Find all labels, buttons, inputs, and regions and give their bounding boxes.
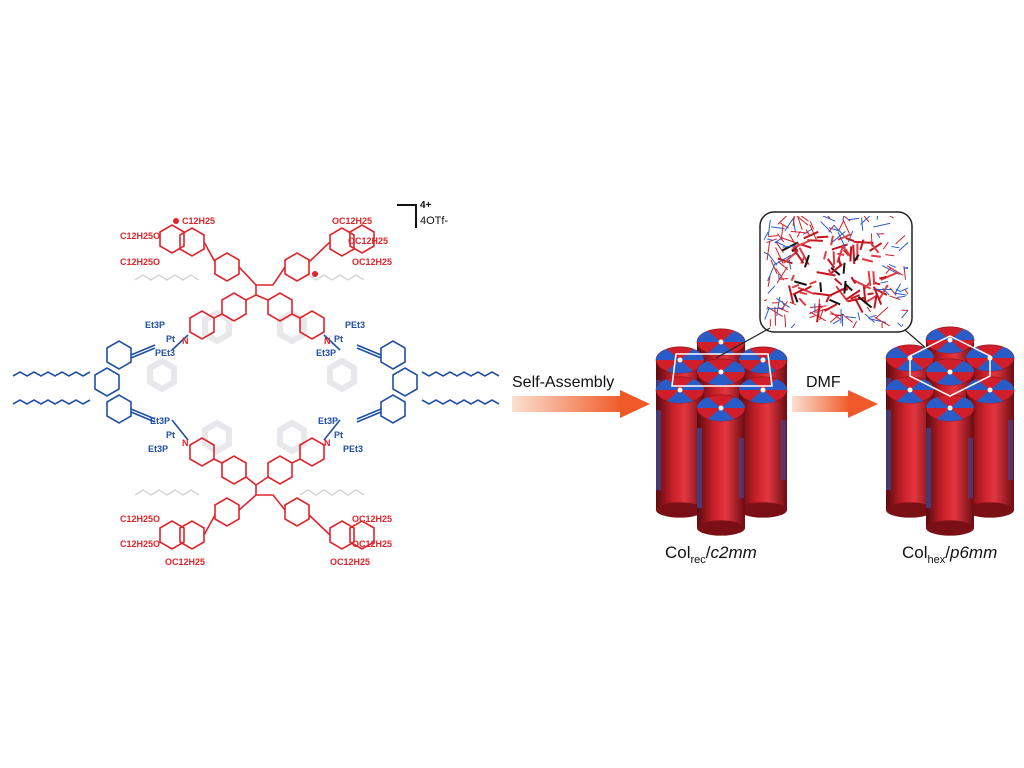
phase-subscript: hex	[928, 554, 946, 566]
pt-ligand-label: Et3P	[148, 444, 168, 454]
phase-separator: /	[945, 543, 950, 562]
pt-ligand-label: Et3P	[316, 348, 336, 358]
chain-label: OC12H25	[352, 539, 392, 549]
dmf-arrow	[792, 390, 878, 418]
md-snapshot-image	[764, 216, 908, 328]
ester-oxygen-dot	[312, 271, 318, 277]
pyridine-n-label: N	[182, 336, 189, 346]
unit-cell-rectangular	[671, 353, 773, 387]
phase-plane-group: p6mm	[949, 543, 997, 562]
pt-ligand-label: Et3P	[150, 416, 170, 426]
background-chain-bottom-right	[299, 489, 365, 496]
chain-label: OC12H25	[352, 257, 392, 267]
column-cylinder	[738, 376, 788, 518]
macrocycle-structure: C12H25 OC12H25 C12H25O OC12H25 C12H25O O…	[12, 200, 500, 567]
background-chain-top	[134, 274, 200, 281]
chain-label: OC12H25	[332, 216, 372, 226]
charge-bracket	[397, 204, 417, 228]
chain-label: C12H25	[182, 216, 215, 226]
chain-label: C12H25O	[120, 514, 160, 524]
pyridine-n-label: N	[324, 438, 331, 448]
chain-label: OC12H25	[165, 557, 205, 567]
column-cylinder	[696, 394, 746, 536]
pt-center-label: Pt	[334, 430, 343, 440]
phase-plane-group: c2mm	[711, 543, 757, 562]
chain-label: OC12H25	[352, 514, 392, 524]
pt-ligand-label: PEt3	[155, 348, 175, 358]
column-bundle-hexagonal	[885, 326, 1015, 536]
pt-ligand-label: PEt3	[345, 320, 365, 330]
pt-center-label: Pt	[334, 334, 343, 344]
phase-label-rectangular: Colrec/c2mm	[665, 543, 757, 566]
pt-arm-left	[12, 334, 189, 441]
gallate-ester-groups	[159, 224, 375, 550]
pt-ligand-label: Et3P	[318, 416, 338, 426]
column-cylinder	[655, 376, 705, 518]
inset-pointer-left	[715, 327, 771, 359]
pt-arm-right	[323, 334, 500, 441]
chemistry-labels: C12H25 OC12H25 C12H25O OC12H25 C12H25O O…	[120, 216, 392, 567]
tpe-unit-top	[179, 227, 355, 340]
phase-label-hexagonal: Colhex/p6mm	[902, 543, 997, 566]
pt-ligand-label: Et3P	[145, 320, 165, 330]
chain-label: C12H25O	[120, 539, 160, 549]
phase-main: Col	[902, 543, 928, 562]
md-snapshot-inset	[715, 211, 936, 359]
pyridine-n-label: N	[182, 438, 189, 448]
column-cylinder	[925, 394, 975, 536]
counterion-label: 4OTf-	[420, 215, 448, 227]
column-bundle-rectangular	[655, 328, 788, 536]
dmf-label: DMF	[806, 374, 841, 391]
background-chain-top-right	[299, 274, 365, 281]
pt-ligand-label: PEt3	[343, 444, 363, 454]
ester-oxygen-dot	[173, 218, 179, 224]
chain-label: OC12H25	[330, 557, 370, 567]
background-chain-bottom	[134, 489, 200, 496]
phase-subscript: rec	[691, 554, 707, 566]
tpe-unit-bottom	[179, 437, 355, 550]
phase-separator: /	[706, 543, 711, 562]
chain-label: C12H25O	[120, 257, 160, 267]
pt-center-label: Pt	[166, 334, 175, 344]
charge-superscript: 4+	[420, 200, 432, 211]
chain-label: C12H25O	[120, 231, 160, 241]
chain-label: OC12H25	[348, 236, 388, 246]
self-assembly-label: Self-Assembly	[512, 374, 614, 391]
unit-cell-hexagonal	[909, 335, 991, 397]
pyridine-n-label: N	[324, 336, 331, 346]
pt-center-label: Pt	[166, 430, 175, 440]
self-assembly-arrow	[512, 390, 650, 418]
phase-main: Col	[665, 543, 691, 562]
